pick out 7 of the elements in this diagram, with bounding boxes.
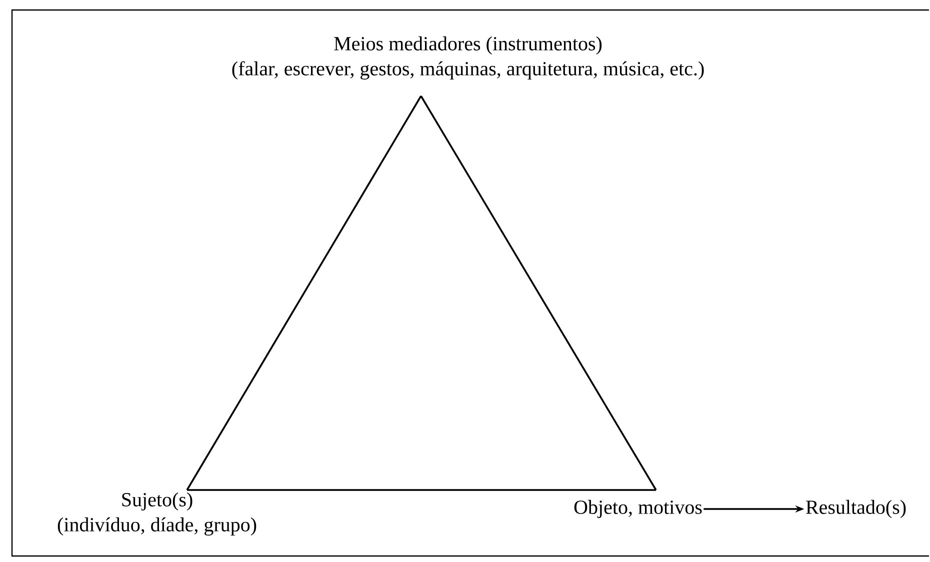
triangle-side — [186, 96, 422, 490]
triangle-side — [187, 489, 656, 491]
node-label: Resultado(s) — [806, 500, 906, 518]
node-label: Meios mediadores (instrumentos) (falar, escrever, gestos, máquinas, arquitetura, música, etc.) — [232, 36, 704, 80]
node-label: Sujeto(s) (indivíduo, díade, grupo) — [58, 492, 256, 536]
node-label: Objeto, motivos — [574, 500, 702, 518]
triangle-side — [420, 96, 657, 490]
